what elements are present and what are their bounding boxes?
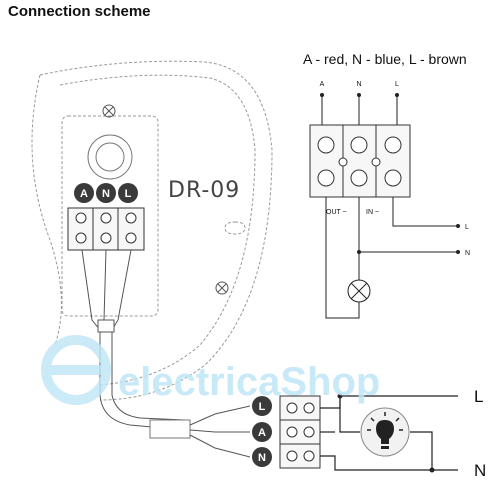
bottom-wiring [320,395,458,471]
bottom-terminal-badges: L A N [252,396,272,467]
bottom-terminal-block [279,395,321,469]
screw-icon [215,281,229,295]
schematic-label-a: A [320,81,325,88]
schematic-line-l: L [465,224,469,231]
color-legend: A - red, N - blue, L - brown [303,51,467,67]
junction-dot [456,224,460,228]
schematic-label-l: L [395,81,399,88]
schematic-out-label: OUT ~ [326,209,347,216]
device-terminal-n: N [102,188,110,200]
bottom-terminal-a: A [258,427,266,439]
schematic-label-n: N [356,81,361,88]
junction-dot [456,250,460,254]
device-terminal-block [67,207,145,251]
junction-dot [429,467,435,473]
schematic-wires-top [321,95,398,125]
cable-gland [87,134,133,180]
device-housing [31,60,273,401]
schematic-terminal-dots [320,93,399,97]
device-wires [81,249,251,458]
schematic-in-label: IN ~ [366,209,379,216]
schematic-line-n: N [465,250,470,257]
junction-dot [337,393,343,399]
watermark-logo [41,335,111,405]
watermark-text: electricaShop [118,360,380,404]
device-terminal-l: L [125,188,132,200]
page-title: Connection scheme [8,3,151,20]
device-model: DR-09 [168,178,240,203]
schematic-terminal-block [309,124,411,198]
junction-dot [357,250,361,254]
bottom-terminal-l: L [259,401,266,413]
lamp-icon [360,407,410,457]
device-terminal-badges: A N L [74,183,138,203]
line-label-l: L [474,387,483,406]
device-terminal-a: A [80,188,88,200]
line-label-n: N [474,461,486,480]
lamp-symbol-icon [347,279,371,303]
screw-icon [102,104,116,118]
bottom-terminal-n: N [258,452,266,464]
